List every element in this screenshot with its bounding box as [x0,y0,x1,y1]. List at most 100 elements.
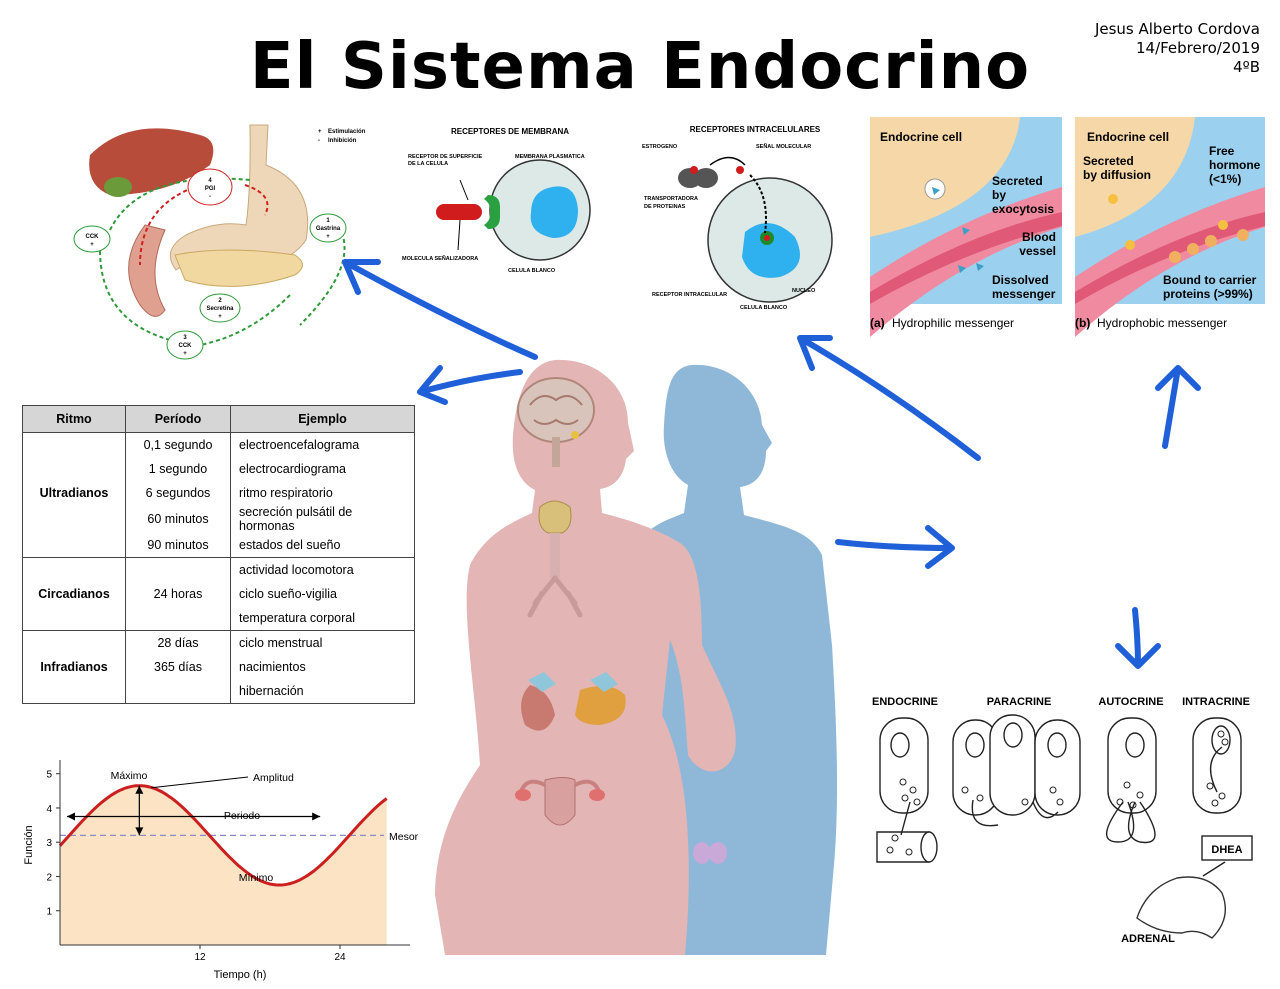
hydrophilic-panel: Endocrine cell Secreted by exocytosis Bl… [870,117,1062,337]
dhea-box [1201,835,1253,861]
svg-text:by diffusion: by diffusion [1083,168,1151,182]
hormone-gh: GH [1005,478,1055,516]
label-maximo: Máximo [111,770,148,782]
svg-text:Hydrophobic messenger: Hydrophobic messenger [1097,316,1227,330]
page-title: El Sistema Endocrino [249,30,1031,104]
col-ejemplo: Ejemplo [230,405,415,433]
svg-text:Endocrine cell: Endocrine cell [1087,130,1169,144]
diagram-legend: + Estimulación - Inhibición [318,129,366,144]
svg-text:Endocrine cell: Endocrine cell [880,130,962,144]
surface-receptor-icon [484,195,500,229]
svg-text:ESTROGENO: ESTROGENO [642,144,678,150]
col-periodo: Período [125,405,231,433]
svg-text:DE LA CELULA: DE LA CELULA [408,161,448,167]
svg-text:vessel: vessel [1019,244,1056,258]
chart-xlabel: Tiempo (h) [214,969,267,981]
paracrine-cell-3 [1034,719,1081,816]
table-header-row: Ritmo Período Ejemplo [22,405,415,433]
svg-text:MEMBRANA PLASMATICA: MEMBRANA PLASMATICA [515,154,585,160]
y-tick-label: 1 [46,907,52,918]
duodenum-icon [128,224,166,317]
adrenal-pancreas-icon [521,672,626,731]
group-circadianos: Circadianos [22,582,126,606]
label-periodo: Periodo [224,810,260,822]
y-tick-label: 4 [46,804,52,815]
svg-text:+: + [90,242,94,248]
table-row: hibernación [22,679,415,704]
arrow-to-table [417,365,523,405]
hormone-badge-gastrina: 1 Gastrina + [309,213,347,243]
arrow-to-messenger [1155,365,1201,449]
pancreas-icon [174,249,303,287]
testes-icon [693,842,727,864]
hormone-fsh: FSH [1021,553,1085,591]
svg-text:DE PROTEINAS: DE PROTEINAS [644,204,686,210]
x-tick-label: 24 [334,952,346,963]
author-group: 4ºB [1233,58,1260,76]
svg-text:+: + [218,314,222,320]
author-block: Jesus Alberto Cordova 14/Febrero/2019 4º… [1095,20,1260,77]
svg-text:RECEPTOR DE SUPERFICIE: RECEPTOR DE SUPERFICIE [408,154,482,160]
brain-icon [517,377,595,467]
chart-area-fill [60,785,387,945]
svg-text:Blood: Blood [1022,230,1056,244]
arrow-to-hormones [835,525,955,569]
svg-text:4: 4 [208,178,212,184]
svg-text:-: - [318,138,320,144]
adrenal-gland-icon [1136,876,1226,939]
hydrophobic-panel: Endocrine cell Secreted by diffusion Fre… [1075,117,1265,337]
svg-text:Hydrophilic messenger: Hydrophilic messenger [892,316,1014,330]
svg-text:Free: Free [1209,144,1235,158]
svg-text:3: 3 [183,335,187,341]
membrane-receptors-diagram: RECEPTORES DE MEMBRANA RECEPTOR DE SUPER… [402,127,591,274]
label-dhea: DHEA [1211,844,1242,856]
svg-text:Bound to carrier: Bound to carrier [1163,273,1257,287]
svg-text:PGI: PGI [205,186,216,192]
svg-text:Gastrina: Gastrina [316,226,341,232]
hormone-lh: LH [1112,511,1154,549]
thyroid-icon [527,500,583,618]
label-autocrine: AUTOCRINE [1098,696,1163,708]
chart-series-line [58,784,388,887]
label-endocrine: ENDOCRINE [872,696,938,708]
label-amplitud: Amplitud [253,772,294,784]
arrow-to-receptors [797,335,981,461]
svg-text:(a): (a) [870,316,885,330]
svg-text:Dissolved: Dissolved [992,273,1049,287]
intracellular-receptors-diagram: RECEPTORES INTRACELULARES ESTROGENO SEÑA… [642,125,833,311]
label-adrenal: ADRENAL [1121,933,1175,945]
x-tick-label: 12 [194,952,206,963]
svg-text:Secretina: Secretina [206,306,234,312]
intracellular-title: RECEPTORES INTRACELULARES [690,125,821,134]
hormone-badge-pgi: 4 PGI - [187,168,233,206]
signal-molecule-icon [436,204,482,220]
svg-text:exocytosis: exocytosis [992,202,1054,216]
group-ultradianos: Ultradianos [22,481,126,505]
hormone-badge-secretina: 2 Secretina + [199,293,241,323]
svg-text:+: + [326,234,330,240]
svg-text:Secreted: Secreted [1083,154,1134,168]
group-infradianos: Infradianos [22,655,126,679]
membrane-title: RECEPTORES DE MEMBRANA [451,127,569,136]
svg-text:+: + [318,129,322,135]
table-row: temperatura corporal [22,606,415,631]
hormone-badge-cck-left: CCK + [73,225,111,253]
svg-text:proteins (>99%): proteins (>99%) [1163,287,1253,301]
y-tick-label: 5 [46,770,52,781]
author-name: Jesus Alberto Cordova [1094,20,1260,38]
autocrine-cell [1107,717,1157,814]
svg-text:(<1%): (<1%) [1209,172,1241,186]
svg-text:-: - [209,194,211,200]
svg-text:CCK: CCK [179,343,193,349]
human-silhouettes [435,359,838,956]
